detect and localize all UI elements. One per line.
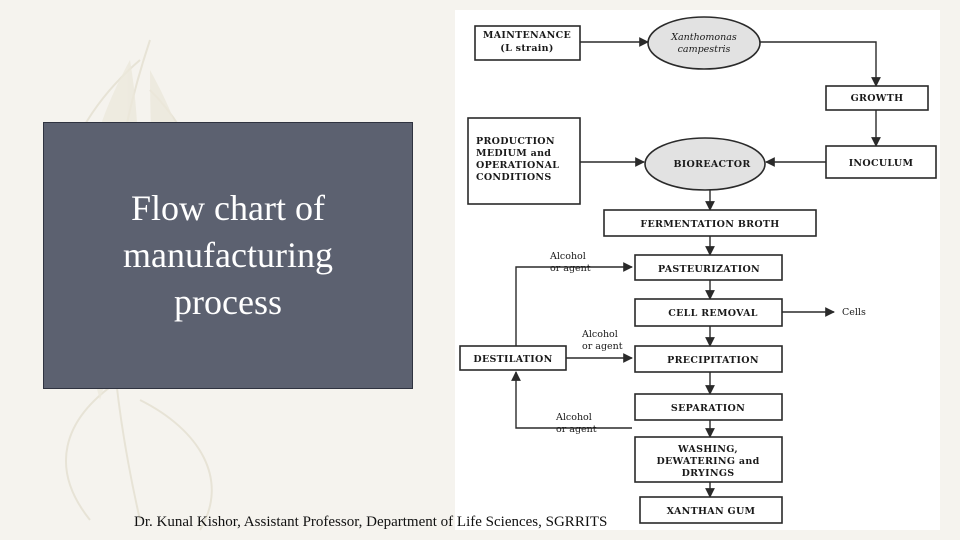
- fermentation-broth-box: FERMENTATION BROTH: [603, 209, 817, 237]
- xanthan-gum-label: XANTHAN GUM: [667, 506, 756, 517]
- production-label-3: OPERATIONAL: [476, 160, 559, 171]
- washing-label-1: WASHING,: [677, 444, 738, 455]
- slide-title: Flow chart of manufacturing process: [123, 188, 333, 322]
- cell-removal-box: CELL REMOVAL: [634, 298, 783, 327]
- growth-box: GROWTH: [825, 85, 929, 111]
- precipitation-label: PRECIPITATION: [667, 355, 759, 366]
- production-label-1: PRODUCTION: [476, 136, 555, 147]
- bioreactor-ellipse: BIOREACTOR: [644, 137, 766, 191]
- alcohol-label-3b: or agent: [556, 424, 597, 435]
- washing-label-2: DEWATERING and: [656, 456, 759, 467]
- maintenance-box: MAINTENANCE (L strain): [474, 25, 581, 61]
- inoculum-box: INOCULUM: [825, 145, 937, 179]
- production-label-4: CONDITIONS: [476, 172, 552, 183]
- inoculum-label: INOCULUM: [849, 158, 914, 169]
- destilation-label: DESTILATION: [473, 354, 552, 365]
- washing-box: WASHING, DEWATERING and DRYINGS: [634, 436, 783, 483]
- flow-connectors: [511, 37, 881, 498]
- organism-label-2: campestris: [678, 44, 731, 55]
- alcohol-label-1a: Alcohol: [549, 251, 586, 262]
- maintenance-label-2: (L strain): [500, 43, 553, 54]
- arrow-organism-growth: [758, 41, 881, 87]
- cells-label: Cells: [842, 307, 866, 318]
- organism-label-1: Xanthomonas: [670, 32, 737, 43]
- separation-label: SEPARATION: [671, 403, 745, 414]
- alcohol-label-2b: or agent: [582, 341, 623, 352]
- production-label-2: MEDIUM and: [476, 148, 551, 159]
- washing-label-3: DRYINGS: [682, 468, 735, 479]
- maintenance-label-1: MAINTENANCE: [483, 30, 571, 41]
- line-destilation-pasteurization: [515, 262, 633, 346]
- pasteurization-box: PASTEURIZATION: [634, 254, 783, 281]
- growth-label: GROWTH: [851, 93, 904, 104]
- alcohol-label-1b: or agent: [550, 263, 591, 274]
- cell-removal-label: CELL REMOVAL: [668, 308, 758, 319]
- bioreactor-label: BIOREACTOR: [673, 159, 750, 170]
- line-washing-destilation: [511, 371, 632, 429]
- manufacturing-flowchart: MAINTENANCE (L strain) Xanthomonas campe…: [459, 16, 937, 524]
- alcohol-label-3a: Alcohol: [555, 412, 592, 423]
- production-box: PRODUCTION MEDIUM and OPERATIONAL CONDIT…: [467, 117, 581, 205]
- separation-box: SEPARATION: [634, 393, 783, 421]
- precipitation-box: PRECIPITATION: [634, 345, 783, 373]
- footer-credit: Dr. Kunal Kishor, Assistant Professor, D…: [134, 514, 608, 530]
- destilation-box: DESTILATION: [459, 345, 567, 371]
- xanthan-gum-box: XANTHAN GUM: [639, 496, 783, 524]
- alcohol-label-2a: Alcohol: [581, 329, 618, 340]
- title-card: Flow chart of manufacturing process: [43, 122, 413, 389]
- pasteurization-label: PASTEURIZATION: [658, 264, 760, 275]
- organism-ellipse: Xanthomonas campestris: [647, 16, 761, 70]
- fermentation-broth-label: FERMENTATION BROTH: [640, 219, 779, 230]
